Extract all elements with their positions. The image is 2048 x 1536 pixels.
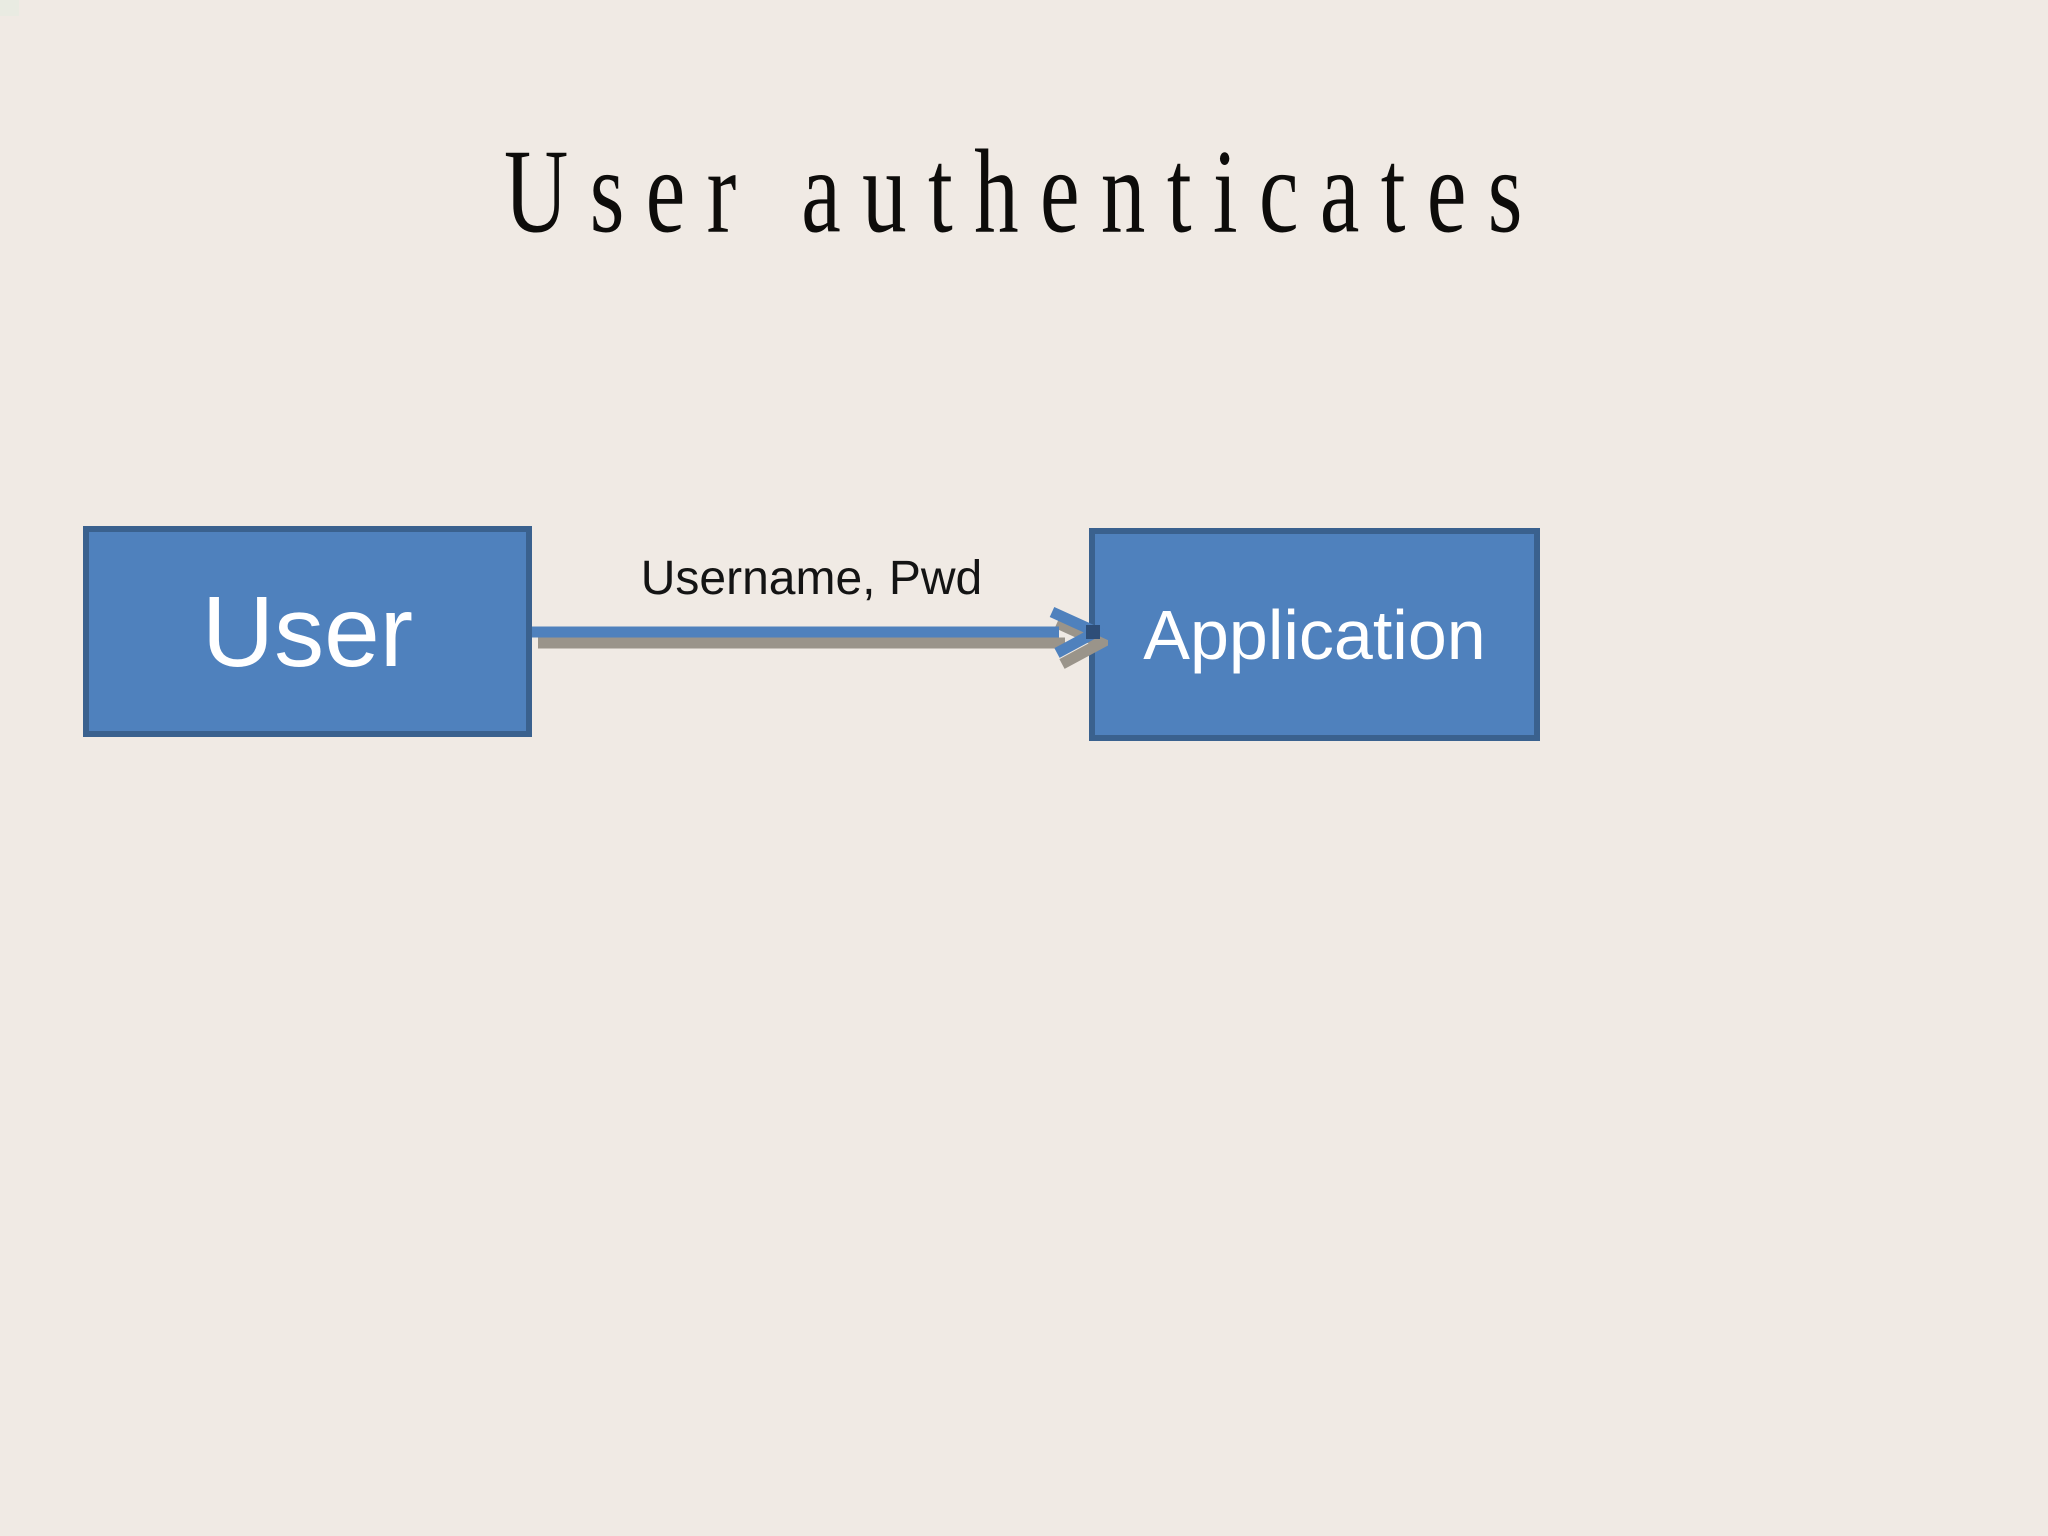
edge-label: Username, Pwd xyxy=(640,552,983,605)
user-node-label: User xyxy=(201,575,414,688)
slide-title: User authenticates xyxy=(504,125,1544,258)
corner-artifact xyxy=(0,0,19,16)
application-node: Application xyxy=(1089,528,1540,741)
user-node: User xyxy=(83,526,532,737)
application-node-label: Application xyxy=(1143,595,1486,674)
auth-arrow-icon xyxy=(532,606,1108,669)
title-row: User authenticates xyxy=(0,131,2048,251)
arrow-shadow-head xyxy=(1054,617,1108,669)
arrow-tip-marker xyxy=(1086,625,1100,639)
